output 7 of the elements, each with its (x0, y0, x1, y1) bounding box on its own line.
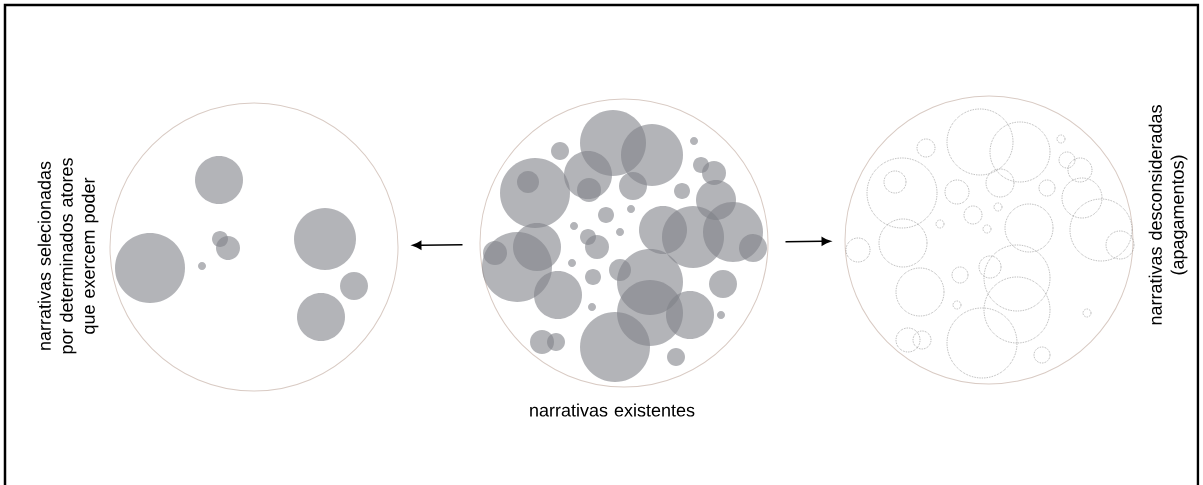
arrow (412, 240, 464, 250)
circle (479, 98, 769, 388)
node-label: narrativas selecionadas por determinados atores que exercem poder (37, 158, 99, 354)
node-label: narrativas desconsideradas (apagamentos) (1148, 105, 1188, 325)
node-label: narrativas existentes (530, 403, 695, 417)
arrow (784, 237, 831, 246)
circle (109, 102, 399, 392)
